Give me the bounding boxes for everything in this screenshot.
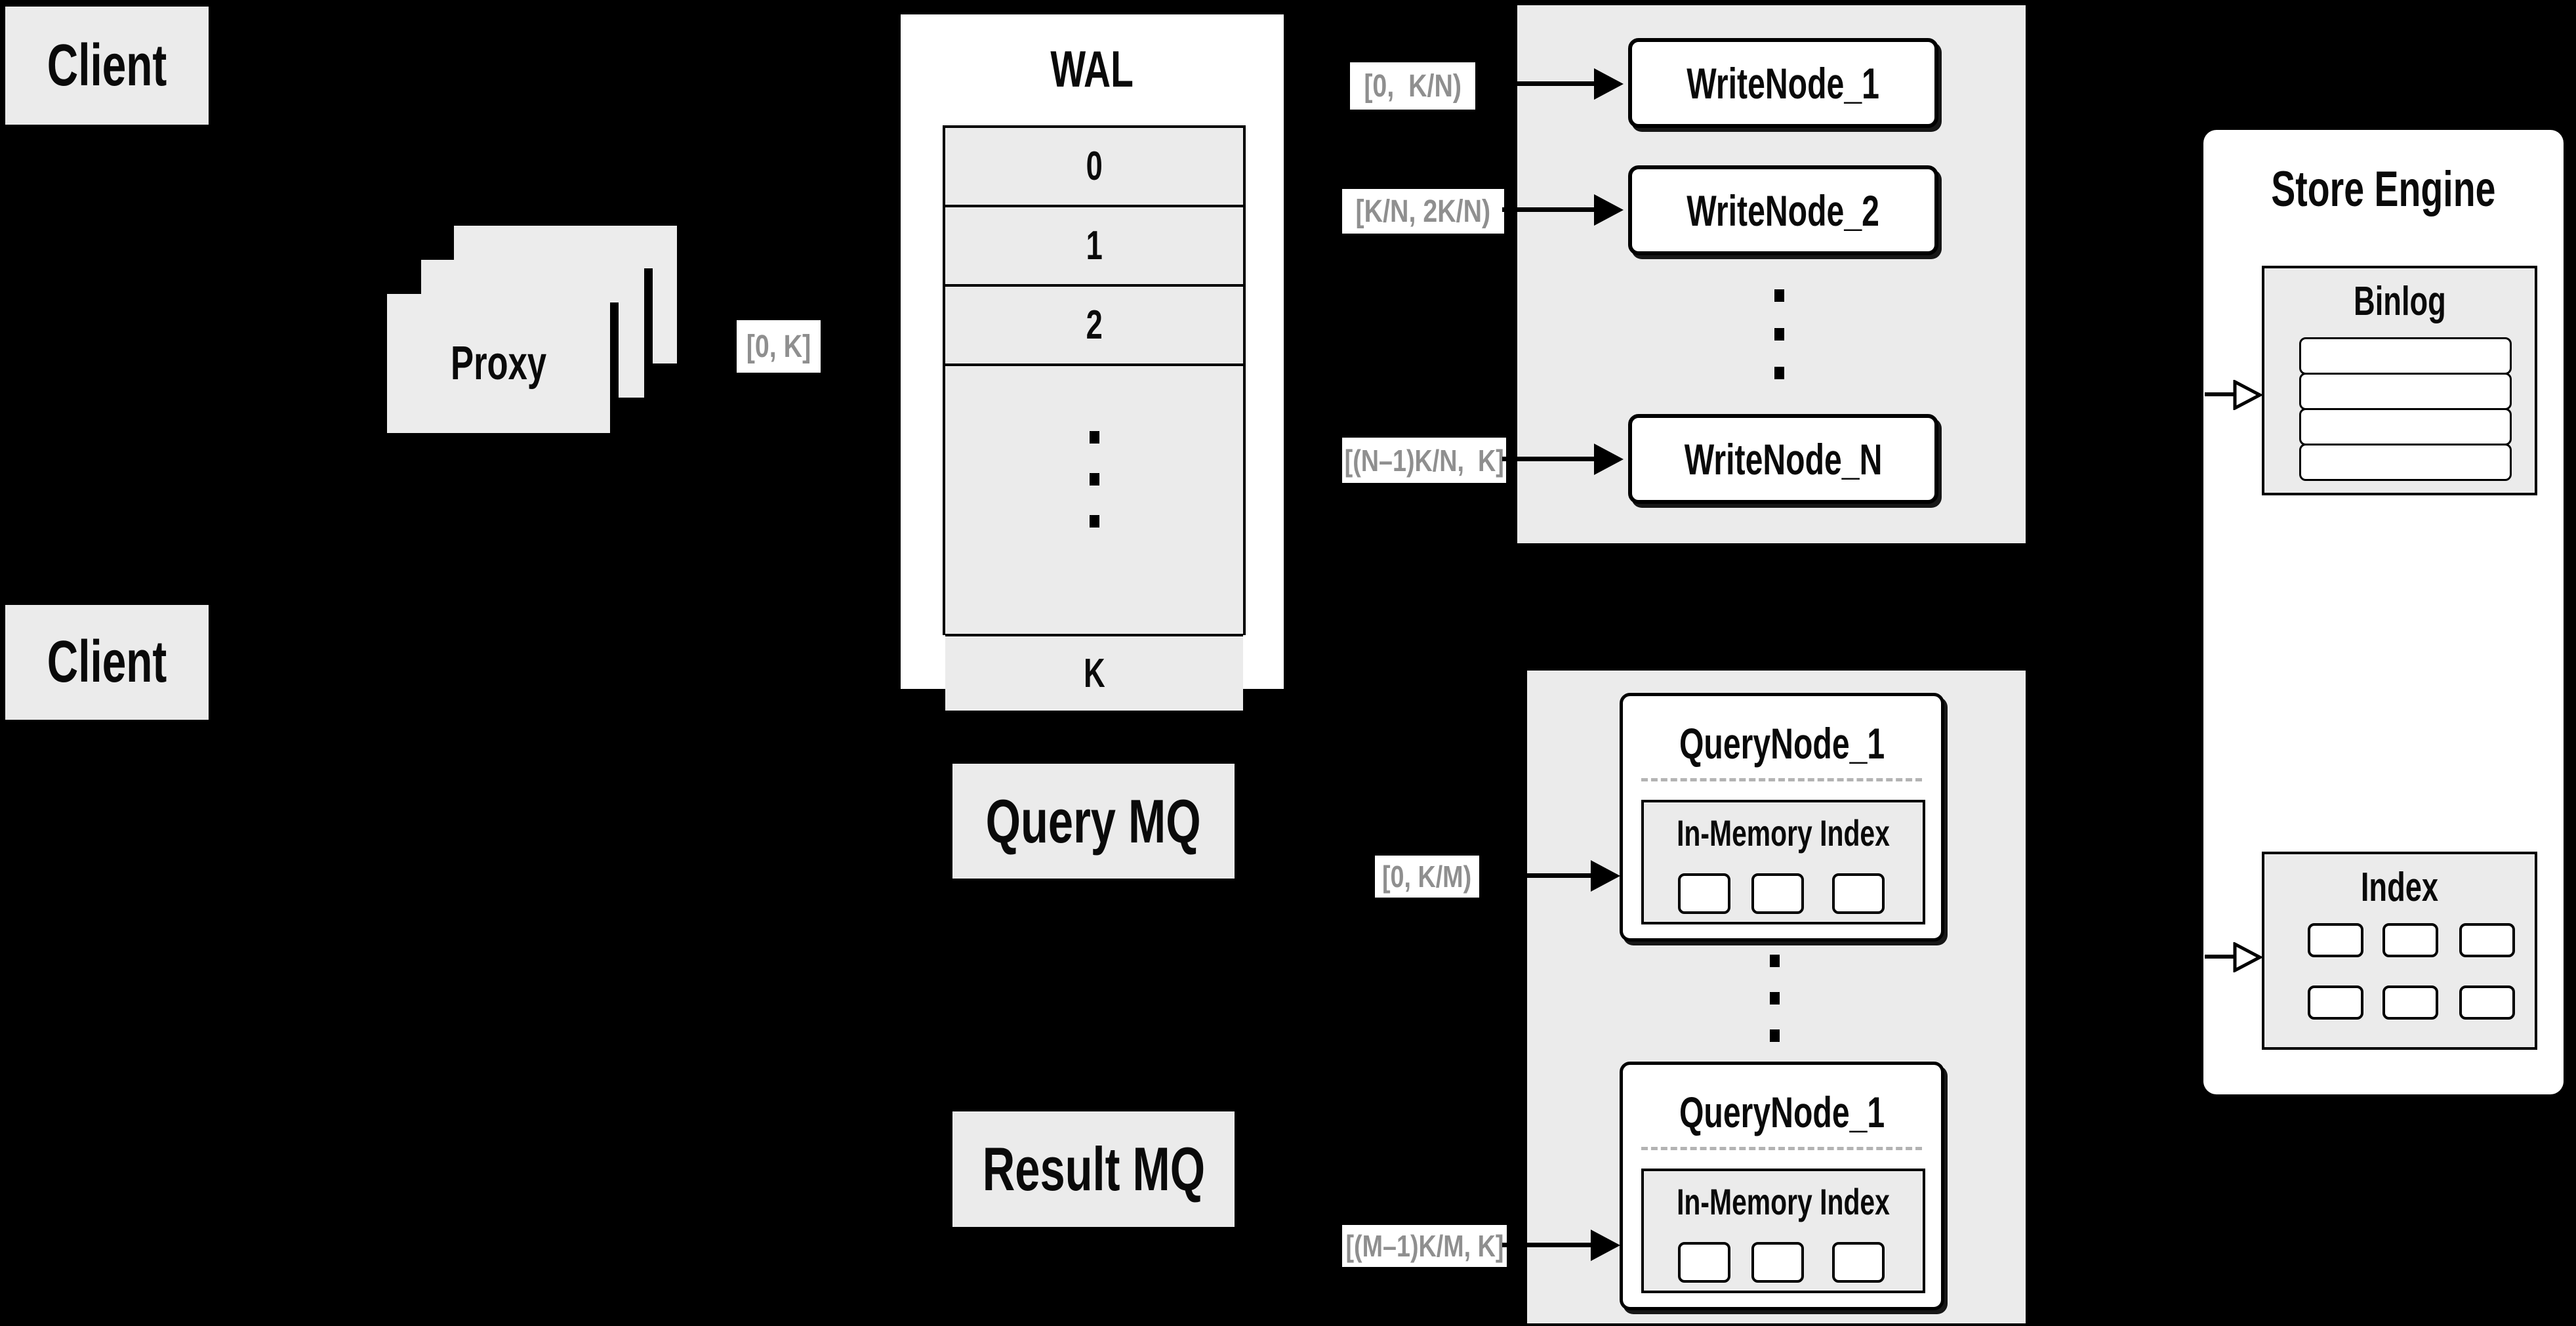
index-cell xyxy=(2308,923,2363,957)
binlog-row xyxy=(2299,373,2512,410)
query-mq-box: Query MQ xyxy=(952,764,1235,879)
ellipsis-dot xyxy=(1774,289,1784,302)
query-nodes-ellipsis xyxy=(1770,955,1780,1042)
client-bottom-label: Client xyxy=(47,629,167,695)
memory-cell xyxy=(1832,873,1885,914)
wal-row-k: K xyxy=(945,636,1243,711)
arrowhead-hollow-icon xyxy=(2233,942,2262,972)
memory-cell xyxy=(1751,1242,1804,1283)
query-node-1-title: QueryNode_1 xyxy=(1679,719,1885,768)
client-top-label: Client xyxy=(47,32,167,98)
flow-label-write-1: [0, K/N) xyxy=(1350,62,1475,110)
query-node-2: QueryNode_1 In-Memory Index xyxy=(1620,1062,1944,1310)
dashed-divider xyxy=(1641,1147,1922,1150)
binlog-rows xyxy=(2299,337,2512,481)
query-node-2-title: QueryNode_1 xyxy=(1679,1088,1885,1136)
in-memory-index-title: In-Memory Index xyxy=(1677,812,1890,854)
proxy-box: Proxy xyxy=(387,294,610,433)
client-box-bottom: Client xyxy=(5,605,209,720)
index-cell xyxy=(2308,985,2363,1020)
binlog-row xyxy=(2299,408,2512,445)
memory-cell xyxy=(1832,1242,1885,1283)
binlog-box: Binlog xyxy=(2262,266,2537,495)
client-box-top: Client xyxy=(5,7,209,125)
index-cell xyxy=(2459,985,2515,1020)
arrowhead-filled-icon xyxy=(1591,860,1620,892)
arrowhead-filled-icon xyxy=(1594,68,1624,100)
store-engine-panel: Store Engine Binlog Index xyxy=(2203,130,2564,1094)
arrowhead-filled-icon xyxy=(1591,1230,1620,1261)
write-nodes-ellipsis xyxy=(1774,289,1784,379)
flow-label-write-n: [(N–1)K/N, K] xyxy=(1342,438,1506,483)
arrowhead-filled-icon xyxy=(1594,444,1624,475)
dashed-divider xyxy=(1641,778,1922,781)
result-mq-box: Result MQ xyxy=(952,1111,1235,1227)
index-cell xyxy=(2459,923,2515,957)
memory-cell xyxy=(1678,873,1730,914)
ellipsis-dot xyxy=(1774,328,1784,341)
ellipsis-dot xyxy=(1089,431,1099,444)
write-node-1: WriteNode_1 xyxy=(1628,38,1938,128)
index-title: Index xyxy=(2360,864,2439,910)
in-memory-index-box-1: In-Memory Index xyxy=(1641,800,1925,924)
wal-row-0: 0 xyxy=(945,128,1243,207)
ellipsis-dot xyxy=(1774,367,1784,379)
flow-label-proxy-out: [0, K] xyxy=(737,320,821,373)
wal-row-2: 2 xyxy=(945,287,1243,366)
ellipsis-dot xyxy=(1089,473,1099,486)
ellipsis-dot xyxy=(1770,1029,1780,1042)
arrowhead-filled-icon xyxy=(1594,194,1624,226)
binlog-row xyxy=(2299,337,2512,375)
wal-row-1: 1 xyxy=(945,207,1243,287)
query-node-1: QueryNode_1 In-Memory Index xyxy=(1620,693,1944,942)
index-cell xyxy=(2382,985,2438,1020)
ellipsis-dot xyxy=(1770,992,1780,1005)
flow-label-query-1: [0, K/M) xyxy=(1375,856,1479,898)
wal-table: 0 1 2 K xyxy=(943,125,1246,711)
in-memory-index-title: In-Memory Index xyxy=(1677,1180,1890,1222)
memory-cell xyxy=(1751,873,1804,914)
ellipsis-dot xyxy=(1089,515,1099,528)
index-cell xyxy=(2382,923,2438,957)
wal-panel: WAL 0 1 2 K xyxy=(898,12,1286,711)
in-memory-index-box-2: In-Memory Index xyxy=(1641,1169,1925,1293)
write-node-n: WriteNode_N xyxy=(1628,414,1938,504)
wal-title: WAL xyxy=(1050,39,1134,98)
wal-row-ellipsis xyxy=(945,366,1243,636)
binlog-title: Binlog xyxy=(2353,278,2446,324)
proxy-label: Proxy xyxy=(450,337,547,390)
flow-label-write-2: [K/N, 2K/N) xyxy=(1342,189,1504,234)
memory-cell xyxy=(1678,1242,1730,1283)
store-engine-title: Store Engine xyxy=(2271,161,2496,217)
write-node-2: WriteNode_2 xyxy=(1628,165,1938,255)
index-box: Index xyxy=(2262,852,2537,1050)
arrowhead-hollow-icon xyxy=(2233,380,2262,410)
flow-label-query-m: [(M–1)K/M, K] xyxy=(1342,1225,1507,1267)
binlog-row xyxy=(2299,444,2512,481)
ellipsis-dot xyxy=(1770,955,1780,967)
